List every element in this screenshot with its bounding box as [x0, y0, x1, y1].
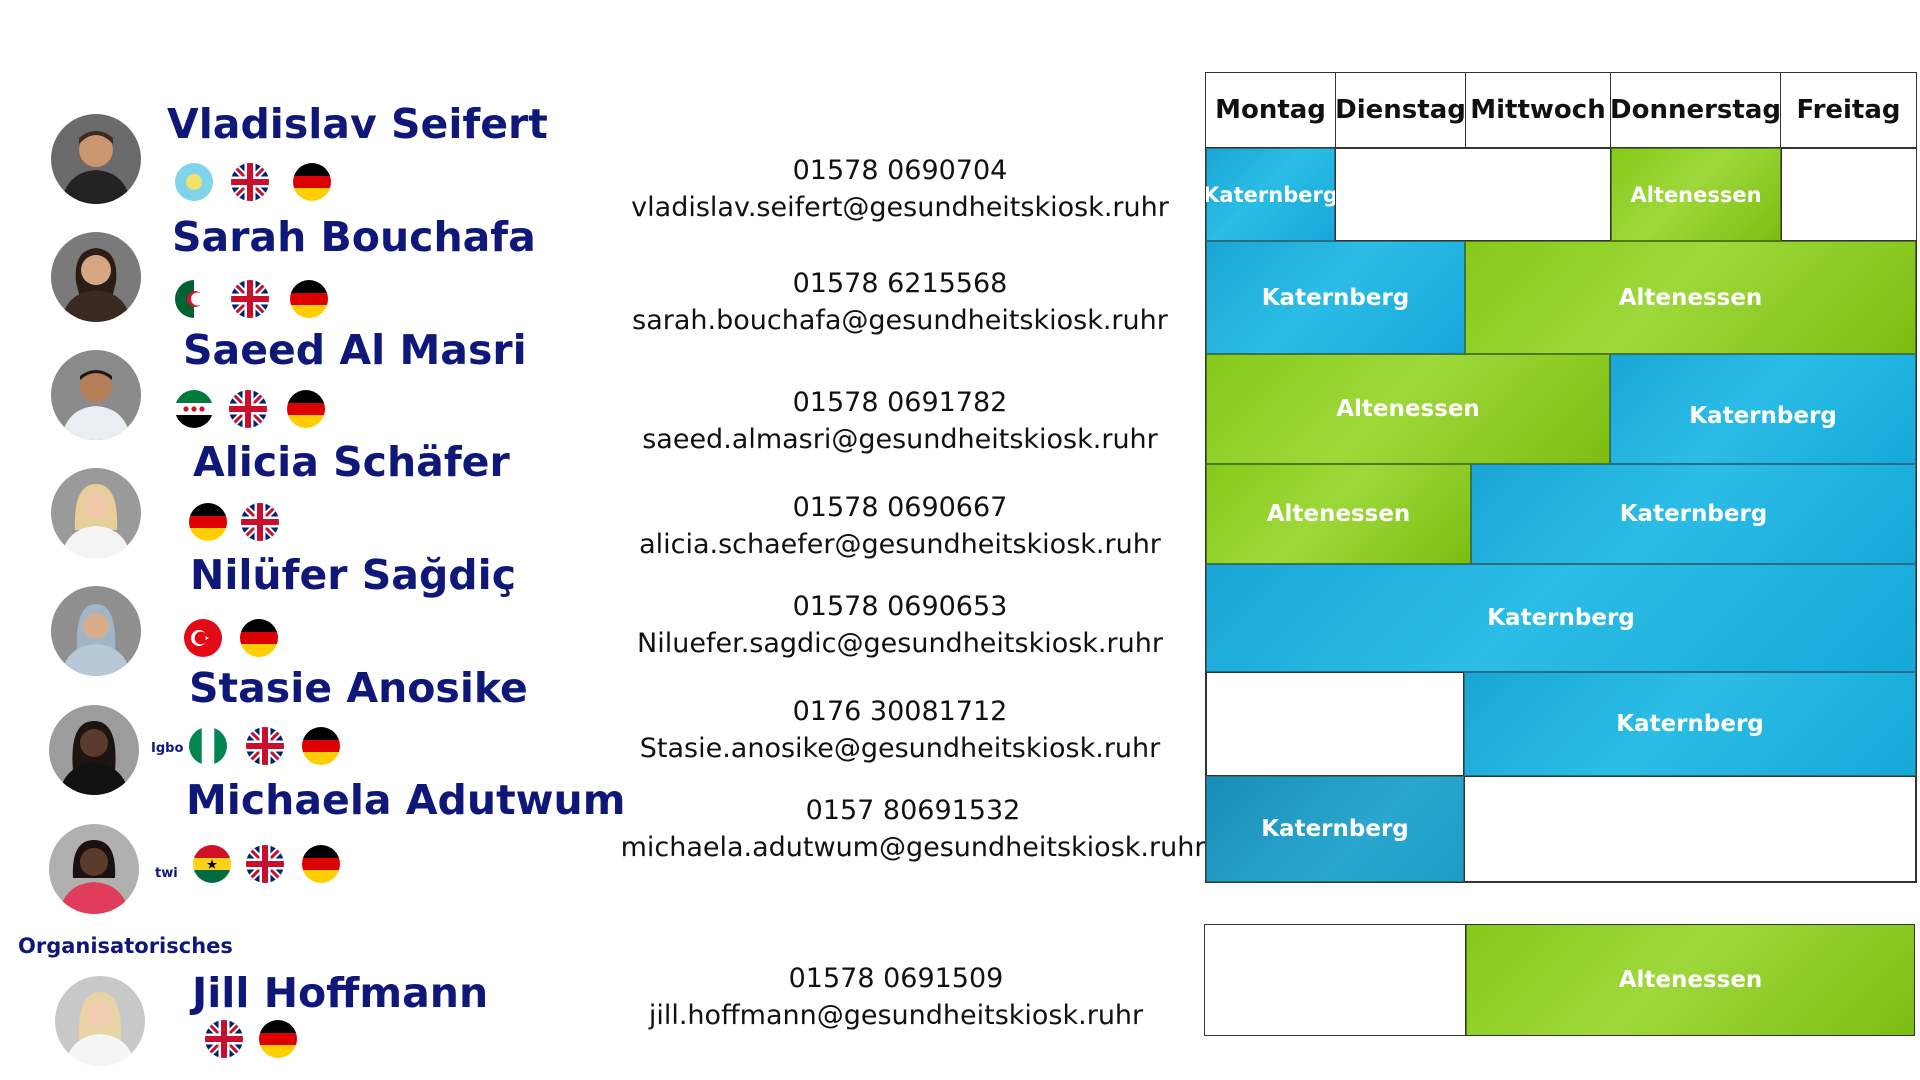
schedule-block: Altenessen	[1466, 924, 1915, 1036]
person-name: Vladislav Seifert	[167, 100, 548, 148]
email-address[interactable]: jill.hoffmann@gesundheitskiosk.ruhr	[648, 1000, 1144, 1031]
schedule-block: Katernberg	[1610, 354, 1916, 464]
syria-flag-icon	[175, 390, 213, 428]
email-address[interactable]: saeed.almasri@gesundheitskiosk.ruhr	[642, 424, 1158, 455]
contact-block: 0176 30081712 Stasie.anosike@gesundheits…	[600, 693, 1200, 767]
germany-flag-icon	[189, 503, 227, 541]
section-label: Organisatorisches	[18, 934, 233, 958]
contact-block: 01578 0690653 Niluefer.sagdic@gesundheit…	[600, 588, 1200, 662]
ghana-flag-icon	[193, 845, 231, 883]
schedule-block: Altenessen	[1611, 148, 1781, 241]
uk-flag-icon	[231, 280, 269, 318]
person-name: Saeed Al Masri	[183, 326, 527, 374]
germany-flag-icon	[287, 390, 325, 428]
phone-number: 01578 0691782	[792, 387, 1008, 418]
schedule-block: Katernberg	[1206, 564, 1916, 672]
avatar	[51, 114, 141, 204]
empty-slot	[1335, 148, 1611, 241]
person-name: Alicia Schäfer	[193, 438, 510, 486]
person-name: Michaela Adutwum	[186, 776, 626, 824]
person-name: Stasie Anosike	[189, 664, 528, 712]
email-address[interactable]: vladislav.seifert@gesundheitskiosk.ruhr	[631, 192, 1169, 223]
email-address[interactable]: Stasie.anosike@gesundheitskiosk.ruhr	[639, 733, 1161, 764]
kazakhstan-flag-icon	[175, 163, 213, 201]
phone-number: 01578 0691509	[788, 963, 1004, 994]
day-header: Mittwoch	[1465, 72, 1611, 148]
algeria-flag-icon	[175, 280, 213, 318]
avatar	[49, 705, 139, 795]
language-label: Igbo	[151, 741, 184, 756]
uk-flag-icon	[246, 845, 284, 883]
nigeria-flag-icon	[189, 727, 227, 765]
schedule-block: Altenessen	[1206, 464, 1471, 564]
day-header: Dienstag	[1335, 72, 1466, 148]
contact-block: 01578 6215568 sarah.bouchafa@gesundheits…	[600, 265, 1200, 339]
uk-flag-icon	[231, 163, 269, 201]
uk-flag-icon	[246, 727, 284, 765]
phone-number: 01578 0690667	[792, 492, 1008, 523]
uk-flag-icon	[229, 390, 267, 428]
schedule-block: Katernberg	[1464, 672, 1916, 776]
avatar	[51, 586, 141, 676]
avatar	[55, 976, 145, 1066]
email-address[interactable]: Niluefer.sagdic@gesundheitskiosk.ruhr	[637, 628, 1163, 659]
germany-flag-icon	[240, 619, 278, 657]
schedule-block: Katernberg	[1206, 776, 1464, 882]
empty-slot	[1206, 672, 1464, 776]
phone-number: 01578 0690653	[792, 591, 1008, 622]
germany-flag-icon	[302, 845, 340, 883]
contact-block: 01578 0690667 alicia.schaefer@gesundheit…	[600, 489, 1200, 563]
phone-number: 01578 0690704	[792, 155, 1008, 186]
avatar	[51, 468, 141, 558]
avatar	[51, 350, 141, 440]
germany-flag-icon	[293, 163, 331, 201]
turkey-flag-icon	[184, 619, 222, 657]
avatar	[51, 232, 141, 322]
schedule-block: Altenessen	[1465, 241, 1916, 354]
contact-block: 01578 0690704 vladislav.seifert@gesundhe…	[600, 152, 1200, 226]
uk-flag-icon	[205, 1020, 243, 1058]
schedule-block: Altenessen	[1206, 354, 1610, 464]
empty-slot	[1464, 776, 1916, 882]
contact-block: 01578 0691782 saeed.almasri@gesundheitsk…	[600, 384, 1200, 458]
empty-slot	[1781, 148, 1917, 241]
avatar	[49, 824, 139, 914]
germany-flag-icon	[259, 1020, 297, 1058]
email-address[interactable]: alicia.schaefer@gesundheitskiosk.ruhr	[639, 529, 1161, 560]
email-address[interactable]: michaela.adutwum@gesundheitskiosk.ruhr	[620, 832, 1206, 863]
schedule-block: Katernberg	[1471, 464, 1916, 564]
phone-number: 01578 6215568	[792, 268, 1008, 299]
uk-flag-icon	[241, 503, 279, 541]
contact-block: 01578 0691509 jill.hoffmann@gesundheitsk…	[596, 960, 1196, 1034]
germany-flag-icon	[302, 727, 340, 765]
email-address[interactable]: sarah.bouchafa@gesundheitskiosk.ruhr	[632, 305, 1168, 336]
phone-number: 0176 30081712	[792, 696, 1008, 727]
empty-slot	[1204, 924, 1466, 1036]
contact-block: 0157 80691532 michaela.adutwum@gesundhei…	[613, 792, 1213, 866]
day-header: Montag	[1205, 72, 1336, 148]
schedule-block: Katernberg	[1203, 148, 1338, 241]
language-label: twi	[155, 866, 178, 881]
person-name: Sarah Bouchafa	[172, 213, 536, 261]
schedule-block: Katernberg	[1206, 241, 1465, 354]
person-name: Jill Hoffmann	[192, 969, 489, 1017]
day-header: Freitag	[1780, 72, 1917, 148]
germany-flag-icon	[290, 280, 328, 318]
day-header: Donnerstag	[1610, 72, 1781, 148]
phone-number: 0157 80691532	[805, 795, 1021, 826]
person-name: Nilüfer Sağdiç	[190, 551, 516, 599]
